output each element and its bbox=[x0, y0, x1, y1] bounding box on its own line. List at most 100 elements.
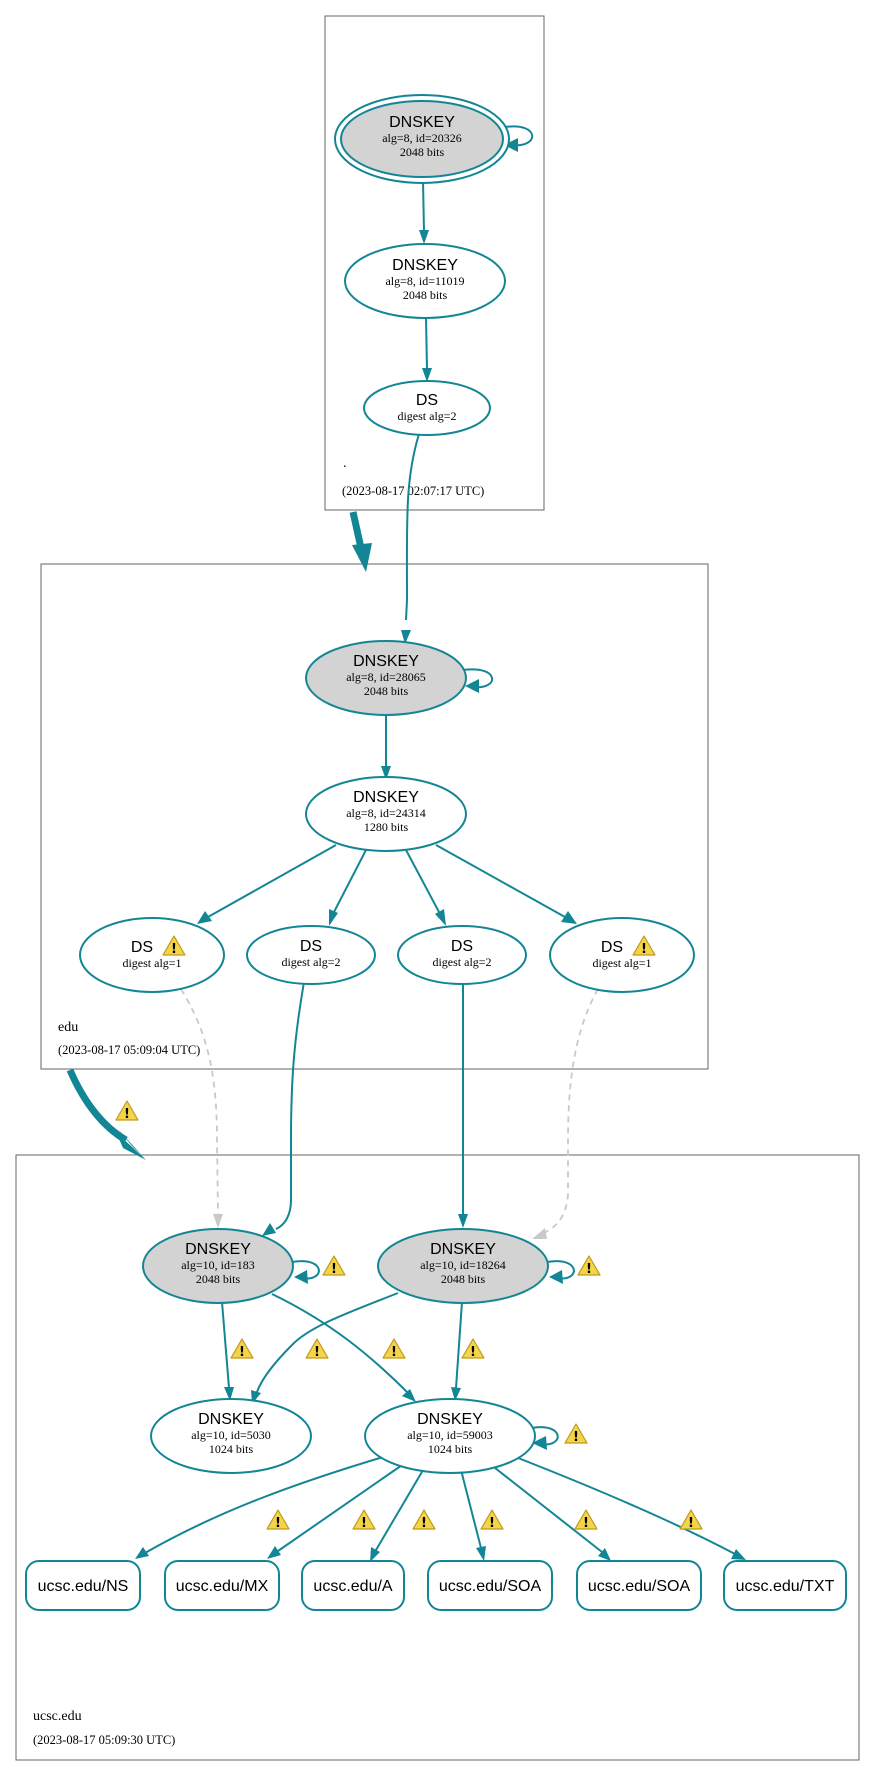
node-ucsc-key5030-line2: 1024 bits bbox=[209, 1442, 254, 1456]
node-root-zsk-line2: 2048 bits bbox=[403, 288, 448, 302]
node-edu-ksk-line2: 2048 bits bbox=[364, 684, 409, 698]
edge-edu-ds1-to-ucsc-ksk183 bbox=[180, 988, 223, 1228]
node-edu-ds2-title: DS bbox=[300, 938, 322, 955]
warning-triangle-icon bbox=[115, 1100, 139, 1123]
edge-edu-ds4-to-ucsc-ksk18264 bbox=[532, 988, 599, 1239]
warning-triangle-icon bbox=[480, 1509, 504, 1532]
warning-triangle-icon bbox=[574, 1509, 598, 1532]
warning-triangle-icon bbox=[564, 1423, 588, 1446]
edge-59003-self bbox=[530, 1426, 559, 1450]
node-edu-zsk-line1: alg=8, id=24314 bbox=[346, 806, 426, 820]
node-ucsc-ksk183-line2: 2048 bits bbox=[196, 1272, 241, 1286]
node-ucsc-zsk59003[interactable]: DNSKEY alg=10, id=59003 1024 bits bbox=[364, 1398, 536, 1474]
rrset-soa-2-label: ucsc.edu/SOA bbox=[588, 1578, 691, 1595]
node-root-ksk-title: DNSKEY bbox=[389, 114, 455, 131]
warning-triangle-icon bbox=[305, 1338, 329, 1361]
edge-root-ksk-self bbox=[504, 125, 534, 152]
node-ucsc-key5030[interactable]: DNSKEY alg=10, id=5030 1024 bits bbox=[150, 1398, 312, 1474]
node-root-ksk-line2: 2048 bits bbox=[400, 145, 445, 159]
node-ucsc-zsk59003-title: DNSKEY bbox=[417, 1411, 483, 1428]
edge-59003-to-soa1 bbox=[459, 1465, 486, 1561]
rrset-mx[interactable]: ucsc.edu/MX bbox=[164, 1560, 280, 1611]
node-edu-ds4-line1: digest alg=1 bbox=[592, 956, 651, 970]
node-edu-ds3[interactable]: DS digest alg=2 bbox=[397, 925, 527, 985]
warning-triangle-icon bbox=[352, 1509, 376, 1532]
node-ucsc-ksk183[interactable]: DNSKEY alg=10, id=183 2048 bits bbox=[142, 1228, 294, 1304]
node-root-zsk[interactable]: DNSKEY alg=8, id=11019 2048 bits bbox=[344, 243, 506, 319]
edge-edu-zsk-to-ds3 bbox=[405, 849, 446, 926]
edge-edu-zsk-to-ds1 bbox=[197, 844, 337, 924]
edge-ksk183-to-59003 bbox=[271, 1293, 416, 1402]
edge-root-ksk-to-zsk bbox=[419, 179, 429, 244]
edge-ksk18264-to-5030 bbox=[251, 1292, 399, 1404]
node-ucsc-zsk59003-line1: alg=10, id=59003 bbox=[407, 1428, 493, 1442]
node-edu-ds2[interactable]: DS digest alg=2 bbox=[246, 925, 376, 985]
edge-59003-to-txt bbox=[512, 1455, 746, 1560]
node-root-zsk-title: DNSKEY bbox=[392, 257, 458, 274]
edge-59003-to-a bbox=[370, 1464, 427, 1562]
warning-triangle-icon bbox=[412, 1509, 436, 1532]
node-edu-ksk-line1: alg=8, id=28065 bbox=[346, 670, 426, 684]
node-ucsc-ksk18264[interactable]: DNSKEY alg=10, id=18264 2048 bits bbox=[377, 1228, 549, 1304]
node-root-ds[interactable]: DS digest alg=2 bbox=[363, 380, 491, 436]
node-edu-zsk-line2: 1280 bits bbox=[364, 820, 409, 834]
zone-edu-timestamp: (2023-08-17 05:09:04 UTC) bbox=[58, 1043, 200, 1057]
rrset-mx-label: ucsc.edu/MX bbox=[176, 1578, 269, 1595]
edge-ksk183-to-5030 bbox=[221, 1301, 234, 1401]
node-ucsc-key5030-line1: alg=10, id=5030 bbox=[191, 1428, 271, 1442]
node-edu-ksk[interactable]: DNSKEY alg=8, id=28065 2048 bits bbox=[305, 640, 467, 716]
zone-root-timestamp: (2023-08-17 02:07:17 UTC) bbox=[342, 484, 484, 498]
node-edu-ksk-title: DNSKEY bbox=[353, 653, 419, 670]
node-edu-ds1-line1: digest alg=1 bbox=[122, 956, 181, 970]
edge-root-ds-to-edu-ksk bbox=[401, 433, 420, 644]
rrset-soa-1[interactable]: ucsc.edu/SOA bbox=[427, 1560, 553, 1611]
node-ucsc-ksk18264-line2: 2048 bits bbox=[441, 1272, 486, 1286]
edge-ksk18264-to-59003 bbox=[451, 1301, 463, 1401]
node-edu-ds3-line1: digest alg=2 bbox=[432, 955, 491, 969]
warning-triangle-icon bbox=[266, 1509, 290, 1532]
node-edu-ds1[interactable]: DS digest alg=1 bbox=[79, 917, 225, 993]
delegation-edu-to-ucsc bbox=[66, 1068, 146, 1160]
edge-59003-to-ns bbox=[135, 1456, 384, 1559]
node-ucsc-zsk59003-line2: 1024 bits bbox=[428, 1442, 473, 1456]
edge-ksk18264-self bbox=[546, 1260, 575, 1284]
node-ucsc-ksk18264-title: DNSKEY bbox=[430, 1241, 496, 1258]
edge-edu-zsk-to-ds2 bbox=[329, 849, 367, 926]
node-root-ds-line1: digest alg=2 bbox=[397, 409, 456, 423]
edge-59003-to-mx bbox=[267, 1462, 406, 1559]
node-root-zsk-line1: alg=8, id=11019 bbox=[385, 274, 464, 288]
edge-edu-ksk-to-zsk bbox=[381, 715, 391, 780]
edge-ksk183-self bbox=[291, 1260, 320, 1284]
rrset-a[interactable]: ucsc.edu/A bbox=[301, 1560, 405, 1611]
node-ucsc-ksk18264-line1: alg=10, id=18264 bbox=[420, 1258, 506, 1272]
warning-triangle-icon bbox=[382, 1338, 406, 1361]
rrset-a-label: ucsc.edu/A bbox=[313, 1578, 392, 1595]
node-edu-zsk[interactable]: DNSKEY alg=8, id=24314 1280 bits bbox=[305, 776, 467, 852]
edge-59003-to-soa2 bbox=[489, 1463, 611, 1561]
edge-root-zsk-to-ds bbox=[422, 316, 432, 382]
edge-edu-ds3-to-ucsc-ksk18264 bbox=[458, 982, 468, 1228]
rrset-ns[interactable]: ucsc.edu/NS bbox=[25, 1560, 141, 1611]
delegation-root-to-edu bbox=[349, 511, 372, 572]
rrset-ns-label: ucsc.edu/NS bbox=[38, 1578, 129, 1595]
zone-edu-box bbox=[40, 563, 709, 1070]
node-ucsc-ksk183-title: DNSKEY bbox=[185, 1241, 251, 1258]
zone-ucsc-timestamp: (2023-08-17 05:09:30 UTC) bbox=[33, 1733, 175, 1747]
node-root-ksk-line1: alg=8, id=20326 bbox=[382, 131, 462, 145]
edge-edu-ksk-self bbox=[462, 668, 493, 693]
node-edu-ds4[interactable]: DS digest alg=1 bbox=[549, 917, 695, 993]
warning-triangle-icon bbox=[230, 1338, 254, 1361]
rrset-txt[interactable]: ucsc.edu/TXT bbox=[723, 1560, 847, 1611]
warning-triangle-icon bbox=[322, 1255, 346, 1278]
rrset-soa-2[interactable]: ucsc.edu/SOA bbox=[576, 1560, 702, 1611]
node-edu-ds4-title: DS bbox=[601, 939, 623, 956]
warning-triangle-icon bbox=[679, 1509, 703, 1532]
node-edu-zsk-title: DNSKEY bbox=[353, 789, 419, 806]
node-edu-ds1-title: DS bbox=[131, 939, 153, 956]
node-root-ksk[interactable]: DNSKEY alg=8, id=20326 2048 bits bbox=[334, 94, 510, 184]
warning-triangle-icon bbox=[577, 1255, 601, 1278]
zone-root-box bbox=[324, 15, 545, 511]
rrset-soa-1-label: ucsc.edu/SOA bbox=[439, 1578, 542, 1595]
node-ucsc-key5030-title: DNSKEY bbox=[198, 1411, 264, 1428]
